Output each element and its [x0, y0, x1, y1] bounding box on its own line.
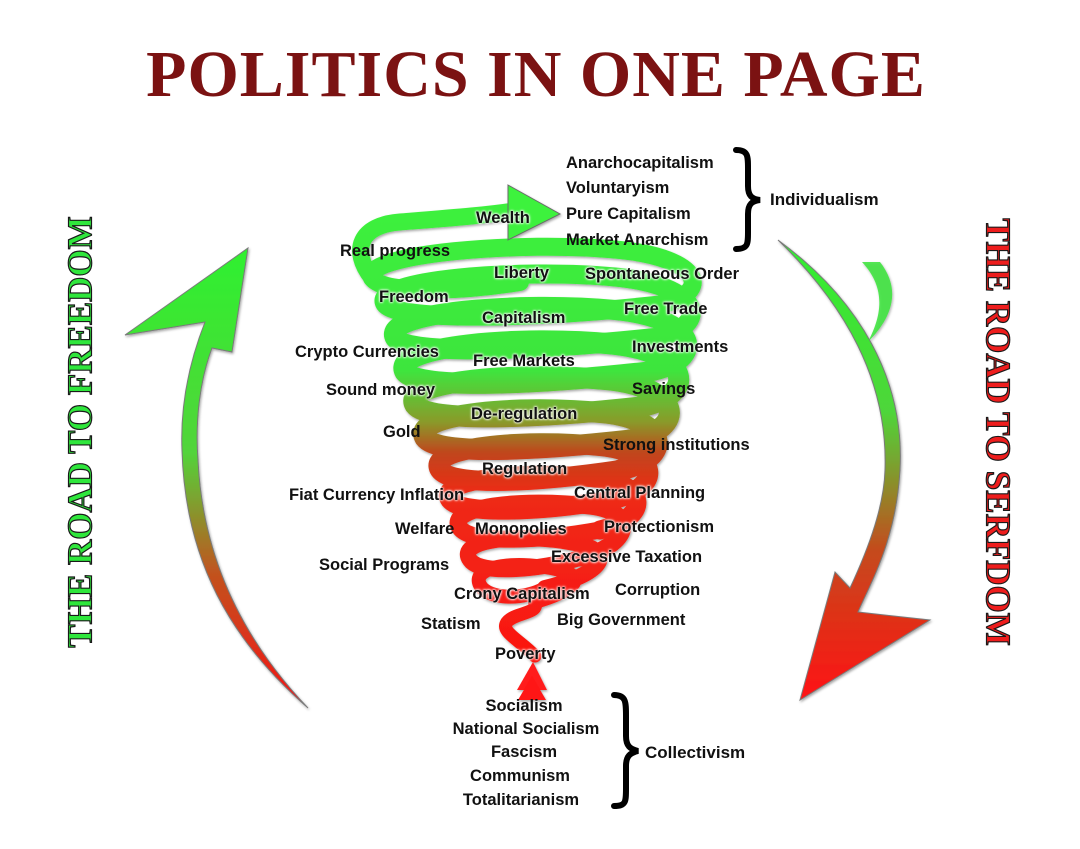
- spiral-term: Spontaneous Order: [585, 265, 740, 283]
- collectivism-item: Communism: [470, 767, 570, 785]
- individualism-item: Market Anarchism: [566, 231, 709, 249]
- spiral-term: Poverty: [495, 645, 556, 663]
- individualism-item: Voluntaryism: [566, 179, 670, 197]
- spiral-term: Statism: [421, 615, 481, 633]
- spiral-term: Free Markets: [473, 352, 575, 370]
- collectivism-brace: [611, 692, 639, 809]
- spiral-ribbon: [352, 184, 702, 700]
- page-title: POLITICS IN ONE PAGE: [146, 38, 926, 111]
- spiral-term: Strong institutions: [603, 436, 750, 454]
- collectivism-item: National Socialism: [452, 720, 600, 738]
- road-to-serfdom-label: THE ROAD TO SERFDOM: [978, 218, 1018, 647]
- arrow-up-left-icon: [124, 246, 309, 709]
- spiral-term: Real progress: [340, 242, 451, 260]
- collectivism-label: Collectivism: [645, 743, 746, 762]
- spiral-term: Central Planning: [574, 484, 706, 502]
- spiral-term: Welfare: [395, 520, 455, 538]
- spiral-term: De-regulation: [471, 405, 578, 423]
- spiral-term: Big Government: [557, 611, 686, 629]
- spiral-term: Capitalism: [482, 309, 566, 327]
- spiral-term: Savings: [632, 380, 696, 398]
- spiral-term: Social Programs: [319, 556, 450, 574]
- spiral-term: Free Trade: [624, 300, 708, 318]
- spiral-term: Crypto Currencies: [295, 343, 439, 361]
- collectivism-item: Totalitarianism: [462, 791, 580, 809]
- collectivism-item: Socialism: [485, 697, 563, 715]
- spiral-term: Investments: [632, 338, 729, 356]
- spiral-term: Wealth: [476, 209, 530, 227]
- spiral-term: Freedom: [379, 288, 449, 306]
- spiral-term: Crony Capitalism: [454, 585, 590, 603]
- spiral-term: Corruption: [615, 581, 701, 599]
- spiral-term: Gold: [383, 423, 421, 441]
- spiral-term: Excessive Taxation: [551, 548, 703, 566]
- spiral-term: Fiat Currency Inflation: [289, 486, 465, 504]
- spiral-term: Liberty: [494, 264, 550, 282]
- road-to-freedom-label: THE ROAD TO FREEDOM: [60, 216, 100, 649]
- spiral-term: Protectionism: [604, 518, 715, 536]
- arrow-down-right-icon: [777, 239, 932, 702]
- spiral-term: Regulation: [482, 460, 568, 478]
- spiral-term: Sound money: [326, 381, 436, 399]
- individualism-item: Pure Capitalism: [566, 205, 691, 223]
- individualism-item: Anarchocapitalism: [566, 154, 714, 172]
- spiral-term: Monopolies: [475, 520, 567, 538]
- individualism-label: Individualism: [770, 190, 879, 209]
- individualism-brace: [733, 147, 761, 252]
- collectivism-item: Fascism: [490, 743, 558, 761]
